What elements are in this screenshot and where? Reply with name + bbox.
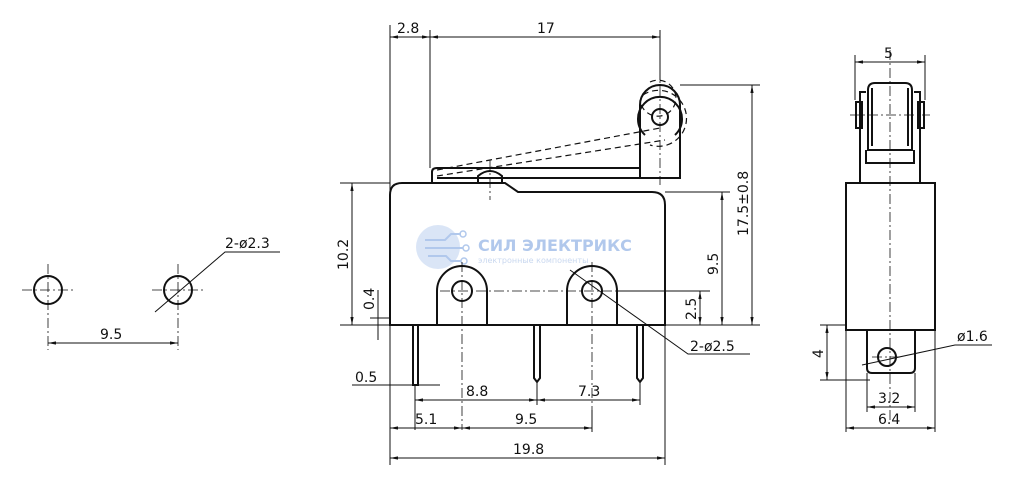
dim-gap: 0.4: [362, 288, 378, 310]
terminal-hole-callout: ø1.6: [957, 329, 988, 345]
dim-hole-height: 9.5: [706, 253, 722, 275]
dim-total-height: 17.5±0.8: [736, 171, 752, 236]
dim-roller-width: 5: [884, 46, 893, 62]
side-view: 5 4 3.2 6.4 ø1.6: [811, 46, 992, 432]
dim-body-width: 19.8: [513, 442, 544, 458]
watermark-brand: СИЛ ЭЛЕКТРИКС: [478, 236, 632, 255]
watermark-tagline: электронные компоненты: [478, 256, 588, 265]
hole-callout: 2-ø2.3: [225, 236, 270, 252]
hole-callout: 2-ø2.5: [690, 339, 735, 355]
dim-body-width: 6.4: [878, 412, 900, 428]
dim-hole-spacing: 9.5: [515, 412, 537, 428]
dim-terminal-height: 4: [811, 349, 827, 358]
pcb-footprint-view: 9.5 2-ø2.3: [22, 236, 280, 350]
dim-hole-spacing: 9.5: [100, 327, 122, 343]
dim-body-height: 10.2: [336, 239, 352, 270]
front-view: 2.8 17 17.5±0.8 9.5 2.5 10.2 0.4 0.5 8.8…: [336, 21, 760, 465]
dim-hole-center: 2.5: [684, 298, 700, 320]
dim-terminal-width: 3.2: [878, 391, 900, 407]
dim-lever-offset: 2.8: [397, 21, 419, 37]
dim-pin-spacing-1: 8.8: [466, 384, 488, 400]
dim-hole-offset: 5.1: [415, 412, 437, 428]
dim-lever-length: 17: [537, 21, 555, 37]
dim-pin-spacing-2: 7.3: [578, 384, 600, 400]
dim-pin-width: 0.5: [355, 370, 377, 386]
watermark-logo: СИЛ ЭЛЕКТРИКС электронные компоненты: [416, 225, 632, 269]
